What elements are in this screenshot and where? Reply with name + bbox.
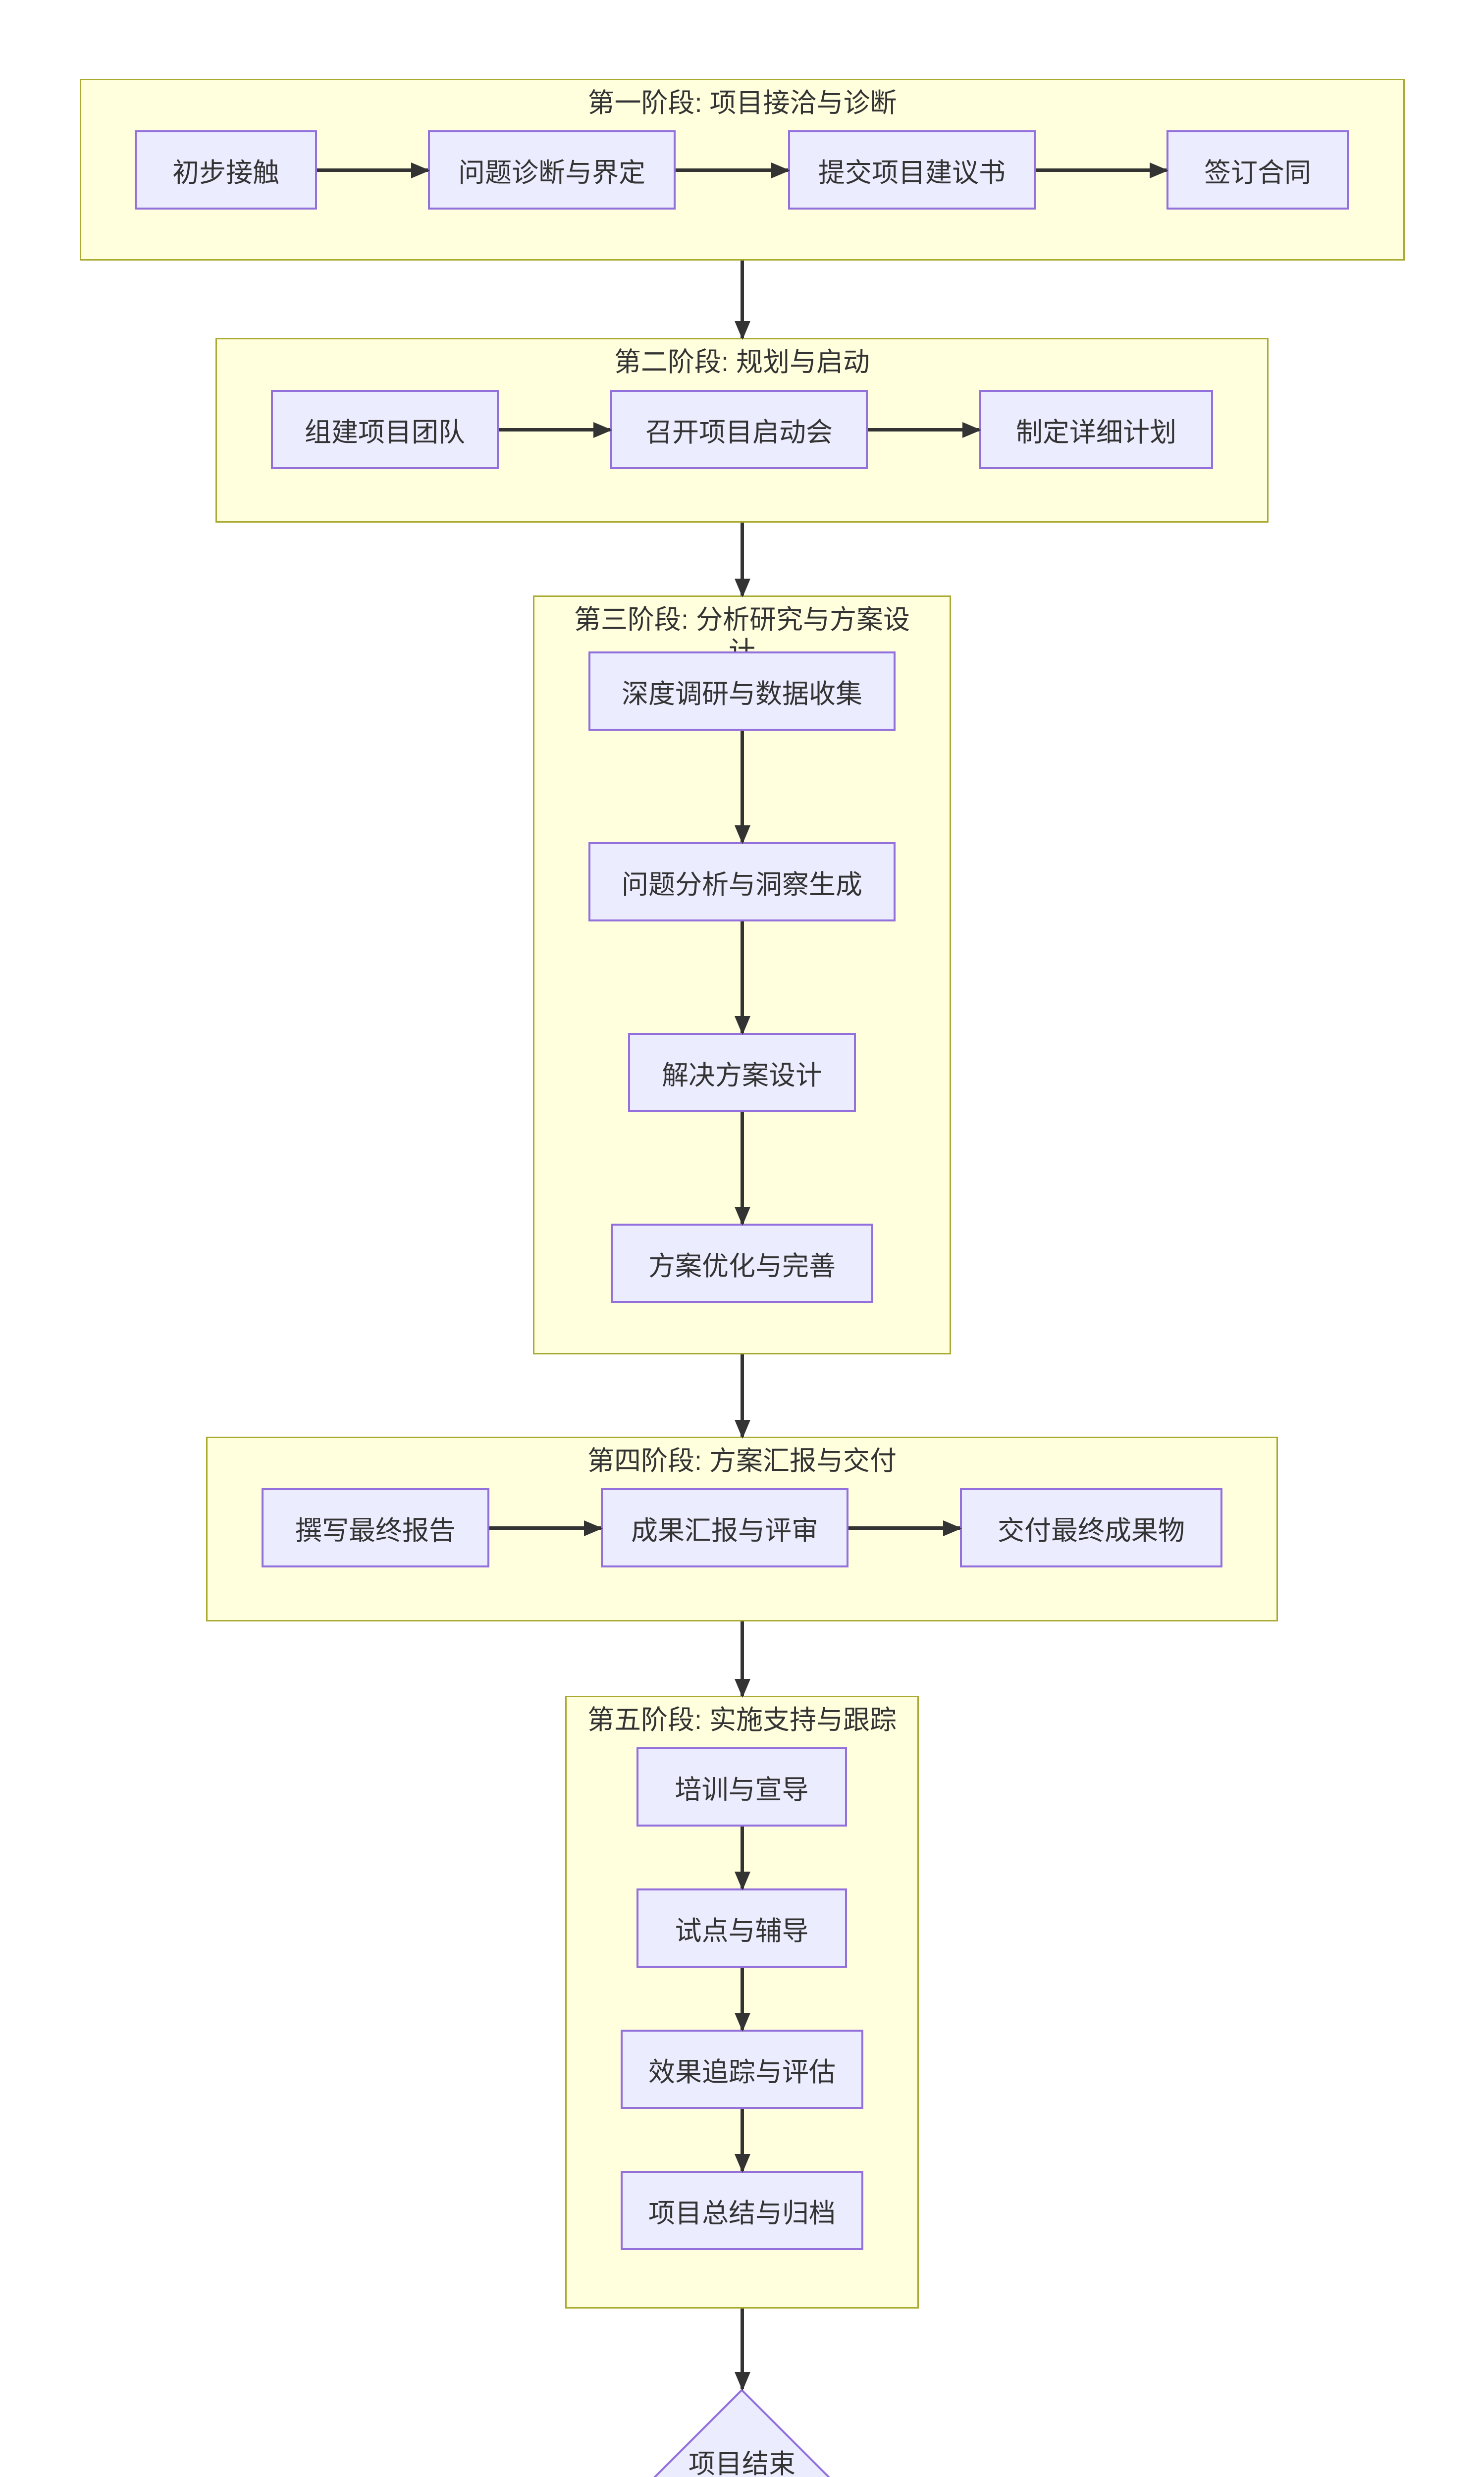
node-build-team: 组建项目团队	[271, 390, 499, 469]
arrow-s1-n2-n3	[676, 168, 788, 172]
stage-2-title: 第二阶段: 规划与启动	[614, 347, 870, 377]
node-training: 培训与宣导	[636, 1747, 847, 1827]
arrow-stage1-stage2	[741, 261, 744, 338]
arrow-s2-n1-n2	[499, 428, 610, 431]
node-effect-tracking: 效果追踪与评估	[621, 2030, 863, 2109]
stage-4-title: 第四阶段: 方案汇报与交付	[587, 1446, 897, 1476]
arrow-s5-n2-n3	[741, 1968, 744, 2030]
node-pilot-coaching: 试点与辅导	[636, 1888, 847, 1968]
arrow-stage2-stage3	[741, 523, 744, 595]
arrow-stage3-stage4	[741, 1354, 744, 1437]
node-detailed-plan: 制定详细计划	[979, 390, 1213, 469]
node-submit-proposal: 提交项目建议书	[788, 130, 1036, 210]
arrow-s4-n1-n2	[489, 1526, 601, 1530]
node-solution-design: 解决方案设计	[628, 1033, 856, 1112]
node-solution-refinement: 方案优化与完善	[611, 1224, 873, 1303]
node-initial-contact: 初步接触	[135, 130, 317, 210]
terminal-diamond-label: 项目结束 关系维护	[643, 2442, 841, 2477]
arrow-s2-n2-n3	[868, 428, 979, 431]
stage-5-title: 第五阶段: 实施支持与跟踪	[587, 1705, 897, 1735]
arrow-s1-n3-n4	[1036, 168, 1166, 172]
arrow-stage4-stage5	[741, 1621, 744, 1696]
arrow-s5-n3-n4	[741, 2109, 744, 2171]
terminal-label-line1: 项目结束	[689, 2449, 795, 2477]
node-deliver-final: 交付最终成果物	[960, 1488, 1222, 1567]
node-kickoff-meeting: 召开项目启动会	[610, 390, 868, 469]
arrow-stage5-terminal	[741, 2309, 744, 2389]
node-sign-contract: 签订合同	[1166, 130, 1349, 210]
node-final-report: 撰写最终报告	[262, 1488, 489, 1567]
arrow-s5-n1-n2	[741, 1827, 744, 1888]
node-analysis-insight: 问题分析与洞察生成	[588, 842, 896, 921]
arrow-s3-n2-n3	[741, 921, 744, 1033]
node-summary-archive: 项目总结与归档	[621, 2171, 863, 2250]
node-research-data-collection: 深度调研与数据收集	[588, 651, 896, 731]
arrow-s3-n3-n4	[741, 1112, 744, 1224]
node-problem-diagnosis: 问题诊断与界定	[428, 130, 676, 210]
stage-1-title: 第一阶段: 项目接洽与诊断	[587, 88, 897, 118]
arrow-s1-n1-n2	[317, 168, 428, 172]
arrow-s3-n1-n2	[741, 731, 744, 842]
arrow-s4-n2-n3	[848, 1526, 960, 1530]
node-results-review: 成果汇报与评审	[601, 1488, 848, 1567]
